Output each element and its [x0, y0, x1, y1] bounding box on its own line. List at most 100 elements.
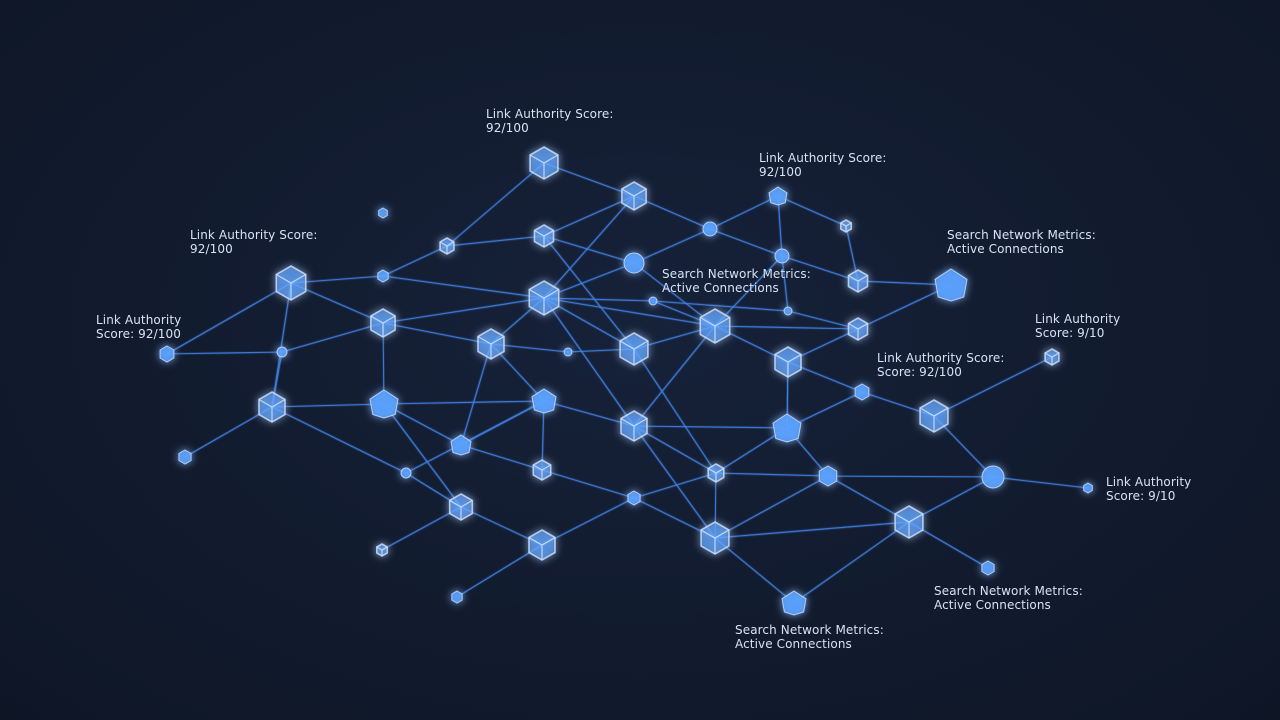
cube-node	[439, 237, 455, 255]
network-edge	[543, 235, 635, 350]
dot-node	[702, 221, 718, 237]
network-edge	[281, 322, 384, 353]
network-edge	[271, 403, 385, 408]
network-edge	[271, 406, 407, 474]
network-edge	[446, 162, 545, 247]
shield-node	[369, 389, 399, 419]
cube-node	[448, 493, 474, 521]
shield-node	[450, 434, 472, 456]
network-edge	[543, 297, 654, 302]
label-line: Active Connections	[934, 598, 1051, 612]
network-edge	[633, 425, 716, 539]
cube-node	[839, 219, 853, 233]
label-line: Search Network Metrics:	[947, 228, 1096, 242]
label-line: Link Authority	[1035, 312, 1121, 326]
network-edge	[633, 472, 717, 499]
network-edge	[543, 400, 635, 427]
network-edge	[166, 282, 292, 355]
network-edge	[709, 195, 779, 230]
label-line: Active Connections	[947, 242, 1064, 256]
cube-node	[529, 146, 559, 180]
network-edge	[541, 497, 635, 546]
label-line: Link Authority Score:	[486, 107, 614, 121]
network-edge	[715, 472, 829, 477]
cube-node	[707, 463, 725, 483]
hex-node	[854, 383, 870, 401]
cube-node	[370, 308, 396, 338]
network-edge	[777, 195, 847, 227]
label-line: Active Connections	[662, 281, 779, 295]
network-edge	[933, 356, 1053, 417]
network-edge	[633, 325, 716, 427]
cube-node	[528, 529, 556, 561]
network-edge	[781, 255, 859, 282]
label-line: Search Network Metrics:	[735, 623, 884, 637]
network-edge	[184, 406, 273, 458]
label-line: Search Network Metrics:	[662, 267, 811, 281]
network-edge	[543, 195, 635, 299]
network-edge	[460, 343, 492, 446]
network-edge	[633, 228, 711, 264]
network-edge	[382, 322, 492, 345]
metric-label-center: Search Network Metrics: Active Connectio…	[662, 267, 811, 295]
network-edge	[827, 475, 994, 478]
network-edge	[382, 275, 545, 299]
hex-node	[159, 345, 175, 363]
network-edge	[793, 521, 910, 604]
network-edge	[166, 351, 283, 355]
cube-node	[619, 332, 649, 366]
metric-label-right-mid: Link Authority Score: 9/10	[1035, 312, 1120, 340]
network-edge	[405, 400, 545, 474]
cube-node	[275, 265, 307, 301]
label-line: 92/100	[486, 121, 529, 135]
cube-node	[477, 328, 505, 360]
network-edge	[633, 425, 788, 429]
metric-label-center-right: Link Authority Score: Score: 92/100	[877, 351, 1005, 379]
cube-node	[1044, 348, 1060, 366]
cube-node	[774, 346, 802, 378]
label-line: Score: 9/10	[1035, 326, 1105, 340]
dot-node	[400, 467, 412, 479]
network-edge	[714, 475, 829, 539]
network-edge	[714, 537, 795, 604]
network-edge	[382, 245, 448, 277]
dot-node	[648, 296, 658, 306]
hex-node	[1083, 482, 1093, 494]
dot-node	[563, 347, 573, 357]
network-edge	[543, 162, 635, 197]
label-line: Score: 92/100	[877, 365, 962, 379]
network-edge	[777, 195, 783, 257]
metric-label-far-right: Link Authority Score: 9/10	[1106, 475, 1191, 503]
dot-node	[774, 248, 790, 264]
cube-node	[528, 280, 560, 316]
dot-node	[981, 465, 1005, 489]
label-line: 92/100	[759, 165, 802, 179]
network-edge	[543, 195, 635, 237]
network-edge	[992, 476, 1089, 489]
network-edge	[714, 521, 910, 539]
network-edge	[381, 506, 462, 551]
cube-node	[700, 521, 730, 555]
label-line: Link Authority	[1106, 475, 1192, 489]
network-edge	[543, 297, 716, 327]
label-line: Search Network Metrics:	[934, 584, 1083, 598]
cube-node	[847, 269, 869, 293]
network-edge	[787, 310, 859, 330]
cube-node	[533, 224, 555, 248]
hex-node	[178, 449, 192, 465]
network-edge	[543, 297, 635, 427]
shield-node	[934, 268, 968, 302]
network-edge	[633, 262, 716, 327]
label-line: Link Authority Score:	[877, 351, 1005, 365]
cube-node	[258, 391, 286, 423]
label-line: Score: 9/10	[1106, 489, 1176, 503]
metric-label-bottom-right: Search Network Metrics: Active Connectio…	[934, 584, 1083, 612]
hex-node	[451, 590, 463, 604]
network-edge	[857, 284, 952, 330]
label-line: Link Authority Score:	[190, 228, 318, 242]
label-line: Active Connections	[735, 637, 852, 651]
node-layer	[159, 146, 1093, 616]
shield-node	[772, 413, 802, 443]
